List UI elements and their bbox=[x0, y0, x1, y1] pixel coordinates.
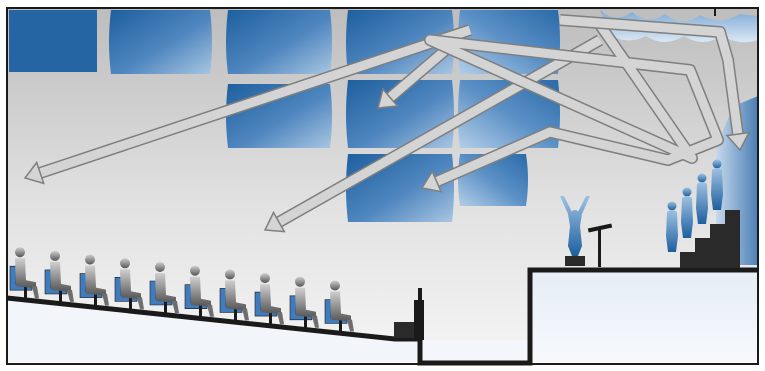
reflector-panel bbox=[109, 10, 212, 74]
stage-platform bbox=[528, 270, 758, 362]
reflector-panel bbox=[226, 10, 332, 74]
pit-railing-post bbox=[418, 288, 422, 302]
pit-railing bbox=[414, 300, 424, 340]
conductor-podium bbox=[565, 256, 585, 266]
orchestra-pit-floor bbox=[425, 340, 528, 362]
reflector-panel bbox=[9, 10, 97, 72]
riser-step bbox=[710, 224, 740, 238]
riser-step bbox=[695, 238, 740, 252]
music-stand-post bbox=[598, 229, 601, 267]
riser-step bbox=[725, 210, 740, 224]
riser-step bbox=[680, 252, 740, 268]
